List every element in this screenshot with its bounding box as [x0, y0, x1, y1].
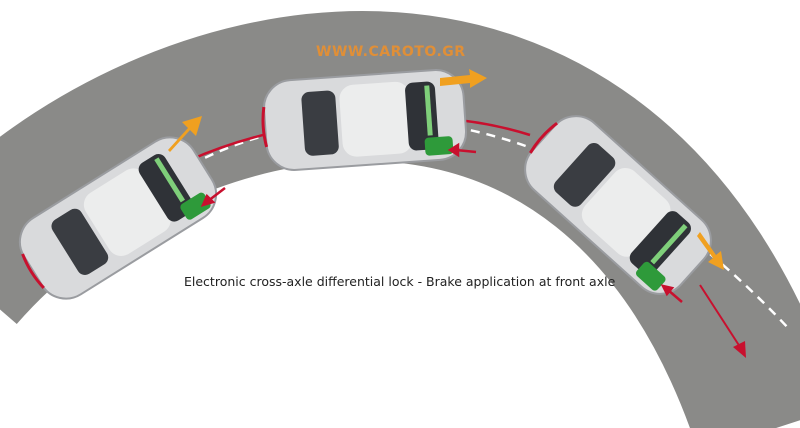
- brake-arrow-icon: [200, 142, 683, 303]
- trajectory-arrow: [699, 284, 743, 351]
- caption: Electronic cross-axle differential lock …: [184, 274, 616, 289]
- watermark: WWW.CAROTO.GR: [316, 44, 466, 60]
- drive-arrow-icon: [168, 69, 724, 270]
- car-2: [260, 68, 468, 172]
